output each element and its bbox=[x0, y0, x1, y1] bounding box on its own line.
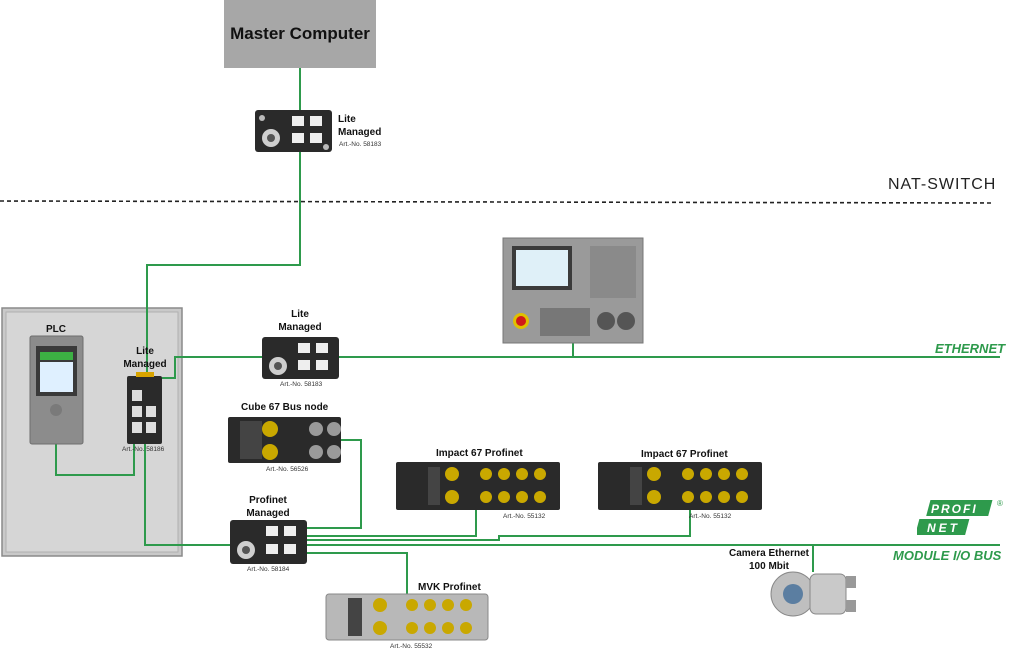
link-to-impact-right bbox=[307, 508, 691, 541]
profinet-logo-top: PROFI bbox=[931, 502, 978, 516]
link-to-impact-left bbox=[307, 508, 477, 537]
profinet-managed-line2: Managed bbox=[246, 508, 290, 519]
lite-top-line1: Lite bbox=[338, 114, 356, 125]
lite-cabinet-line1: Lite bbox=[136, 346, 154, 357]
lite-managed-top-device bbox=[255, 110, 332, 152]
link-to-mvk bbox=[307, 552, 408, 597]
plc-device bbox=[29, 335, 84, 445]
lite-top-line2: Managed bbox=[338, 127, 382, 138]
lite-managed-cabinet-switch bbox=[127, 372, 162, 444]
profinet-managed-art-no: Art.-No. 58184 bbox=[247, 566, 290, 573]
link-switch-to-profinet bbox=[144, 443, 232, 546]
link-ethernet-bus bbox=[162, 356, 1000, 379]
cube67-label: Cube 67 Bus node bbox=[241, 402, 329, 413]
link-plc-to-switch bbox=[55, 443, 135, 476]
nat-divider bbox=[0, 200, 994, 204]
cube67-device bbox=[228, 417, 341, 463]
profinet-logo-bottom: NET bbox=[927, 521, 960, 535]
impact-right-art-no: Art.-No. 55132 bbox=[689, 513, 732, 520]
impact-right-label: Impact 67 Profinet bbox=[641, 449, 728, 460]
lite-top-art-no: Art.-No. 58183 bbox=[339, 141, 382, 148]
cnc-control-panel bbox=[502, 237, 644, 344]
profinet-logo: PROFI NET ® bbox=[917, 499, 1003, 535]
mvk-label: MVK Profinet bbox=[418, 582, 481, 593]
camera-label: Camera Ethernet 100 Mbit bbox=[726, 547, 812, 573]
ethernet-label: ETHERNET bbox=[935, 341, 1006, 356]
profinet-logo-mark: ® bbox=[997, 499, 1003, 508]
lite-managed-mid-device bbox=[262, 337, 339, 379]
impact67-left-device bbox=[396, 462, 560, 510]
cube67-art-no: Art.-No. 56526 bbox=[266, 466, 309, 473]
impact67-right-device bbox=[598, 462, 762, 510]
lite-cabinet-line2: Managed bbox=[123, 359, 167, 370]
lite-cabinet-art-no: Art.-No. 58186 bbox=[122, 446, 165, 453]
profinet-managed-device bbox=[230, 520, 307, 564]
link-lite-to-cabinet bbox=[146, 152, 301, 376]
plc-label: PLC bbox=[46, 324, 66, 335]
impact-left-art-no: Art.-No. 55132 bbox=[503, 513, 546, 520]
mvk-profinet-device bbox=[325, 593, 489, 641]
camera-line1: Camera Ethernet bbox=[728, 548, 810, 559]
profinet-managed-line1: Profinet bbox=[249, 495, 287, 506]
nat-switch-label: NAT-SWITCH bbox=[888, 176, 997, 193]
camera-line2: 100 Mbit bbox=[748, 561, 789, 572]
lite-mid-line1: Lite bbox=[291, 309, 309, 320]
mvk-art-no: Art.-No. 55532 bbox=[390, 643, 433, 650]
master-computer: Master Computer bbox=[224, 0, 376, 68]
network-links bbox=[55, 68, 1000, 597]
lite-mid-art-no: Art.-No. 58183 bbox=[280, 381, 323, 388]
camera-device bbox=[770, 571, 856, 617]
lite-mid-line2: Managed bbox=[278, 322, 322, 333]
impact-left-label: Impact 67 Profinet bbox=[436, 448, 523, 459]
link-to-cube67 bbox=[307, 439, 362, 529]
module-io-bus-label: MODULE I/O BUS bbox=[893, 548, 1002, 563]
